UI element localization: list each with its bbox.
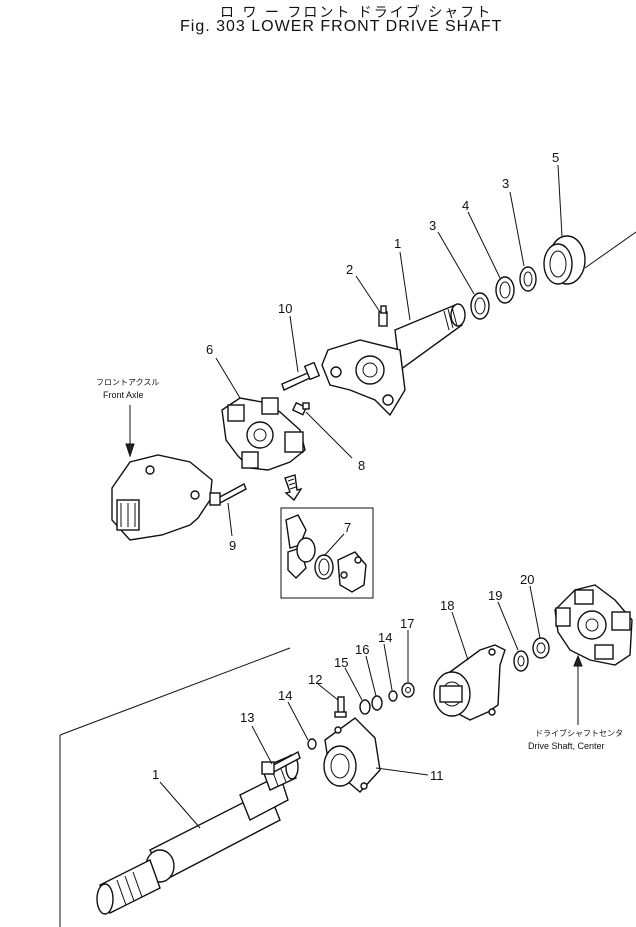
lock-washer-part bbox=[307, 738, 317, 750]
washer-part bbox=[470, 292, 490, 320]
callout-numbers: 1 2 3 3 4 5 6 7 8 9 10 1 11 12 13 14 14 … bbox=[152, 150, 559, 783]
callout-3: 3 bbox=[429, 218, 436, 233]
washer-part bbox=[513, 650, 529, 672]
callout-17: 17 bbox=[400, 616, 414, 631]
nut-part bbox=[532, 637, 550, 659]
detail-arrow bbox=[284, 474, 303, 502]
callout-4: 4 bbox=[462, 198, 469, 213]
callout-11: 11 bbox=[430, 768, 444, 783]
callout-2: 2 bbox=[346, 262, 353, 277]
yoke-shaft-part bbox=[321, 303, 466, 417]
drive-shaft-center-label: Drive Shaft, Center bbox=[528, 741, 605, 751]
callout-13: 13 bbox=[240, 710, 254, 725]
bearing-detail-inset bbox=[280, 507, 374, 599]
callout-5: 5 bbox=[552, 150, 559, 165]
drive-shaft-center-label-jp: ドライブシャフトセンタ bbox=[535, 728, 623, 738]
callout-3: 3 bbox=[502, 176, 509, 191]
callout-15: 15 bbox=[334, 655, 348, 670]
front-axle-label: Front Axle bbox=[103, 390, 144, 400]
callout-14: 14 bbox=[378, 630, 392, 645]
callout-18: 18 bbox=[440, 598, 454, 613]
nut-part bbox=[401, 682, 415, 698]
leader-lines bbox=[159, 164, 563, 829]
callout-9: 9 bbox=[229, 538, 236, 553]
ring-part bbox=[495, 276, 515, 304]
front-axle-yoke bbox=[111, 454, 213, 541]
callout-20: 20 bbox=[520, 572, 534, 587]
washer-part bbox=[519, 266, 537, 292]
callout-19: 19 bbox=[488, 588, 502, 603]
bolt-part bbox=[261, 750, 301, 776]
callout-12: 12 bbox=[308, 672, 322, 687]
drive-shaft-center-spider bbox=[554, 584, 633, 666]
companion-flange-part bbox=[433, 644, 506, 721]
callout-6: 6 bbox=[206, 342, 213, 357]
bolt-part bbox=[281, 361, 321, 391]
splined-shaft-part bbox=[96, 754, 299, 915]
callout-14: 14 bbox=[278, 688, 292, 703]
callout-7: 7 bbox=[344, 520, 351, 535]
callout-16: 16 bbox=[355, 642, 369, 657]
cross-spider-part bbox=[221, 397, 306, 471]
washer-part bbox=[371, 695, 383, 711]
callout-1: 1 bbox=[394, 236, 401, 251]
lock-washer-part bbox=[388, 690, 398, 702]
grease-nipple-part bbox=[291, 401, 310, 416]
figure-title: Fig. 303 LOWER FRONT DRIVE SHAFT bbox=[180, 18, 503, 35]
grease-nipple-part bbox=[378, 305, 388, 327]
figure-title-japanese: ロ ワ ー フロント ドライブ シャフト bbox=[220, 5, 493, 21]
callout-10: 10 bbox=[278, 301, 292, 316]
callout-8: 8 bbox=[358, 458, 365, 473]
front-axle-label-jp: フロントアクスル bbox=[96, 378, 159, 387]
grease-nipple-part bbox=[334, 696, 347, 718]
washer-part bbox=[359, 699, 371, 715]
seal-ring-part bbox=[543, 235, 586, 285]
callout-1: 1 bbox=[152, 767, 159, 782]
bolt-part bbox=[209, 483, 247, 506]
flange-housing-part bbox=[323, 717, 381, 793]
